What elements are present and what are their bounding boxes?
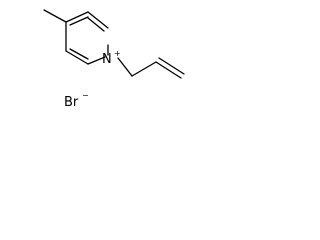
pyridinium-ring [65, 11, 109, 65]
ring-bond-c4-c5-double [69, 48, 89, 60]
allyl-chain [117, 57, 185, 79]
ring-bond-c2-c3 [65, 11, 89, 23]
bromide-label: Br [64, 95, 79, 110]
nitrogen-charge: + [114, 49, 121, 58]
bromide-charge: − [82, 91, 89, 100]
allyl-bond-ch-ch2 [155, 61, 182, 79]
chemical-structure: N + Br − [43, 9, 185, 110]
methyl-bond [43, 9, 67, 23]
ring-bond-c4-c5 [65, 50, 89, 65]
ring-bond-n-c2-double [87, 17, 105, 32]
allyl-bond-n-ch2 [117, 57, 133, 77]
nitrogen-atom: N + [102, 49, 121, 67]
ring-bond-c5-c6 [87, 56, 106, 65]
ring-bond-c2-c3-double [69, 16, 89, 26]
ring-bond-n-c2 [87, 11, 109, 29]
allyl-bond-ch2-ch [131, 61, 157, 77]
allyl-bond-ch-ch2-double [158, 57, 185, 75]
bromide-ion: Br − [64, 91, 89, 110]
nitrogen-label: N [102, 52, 112, 67]
